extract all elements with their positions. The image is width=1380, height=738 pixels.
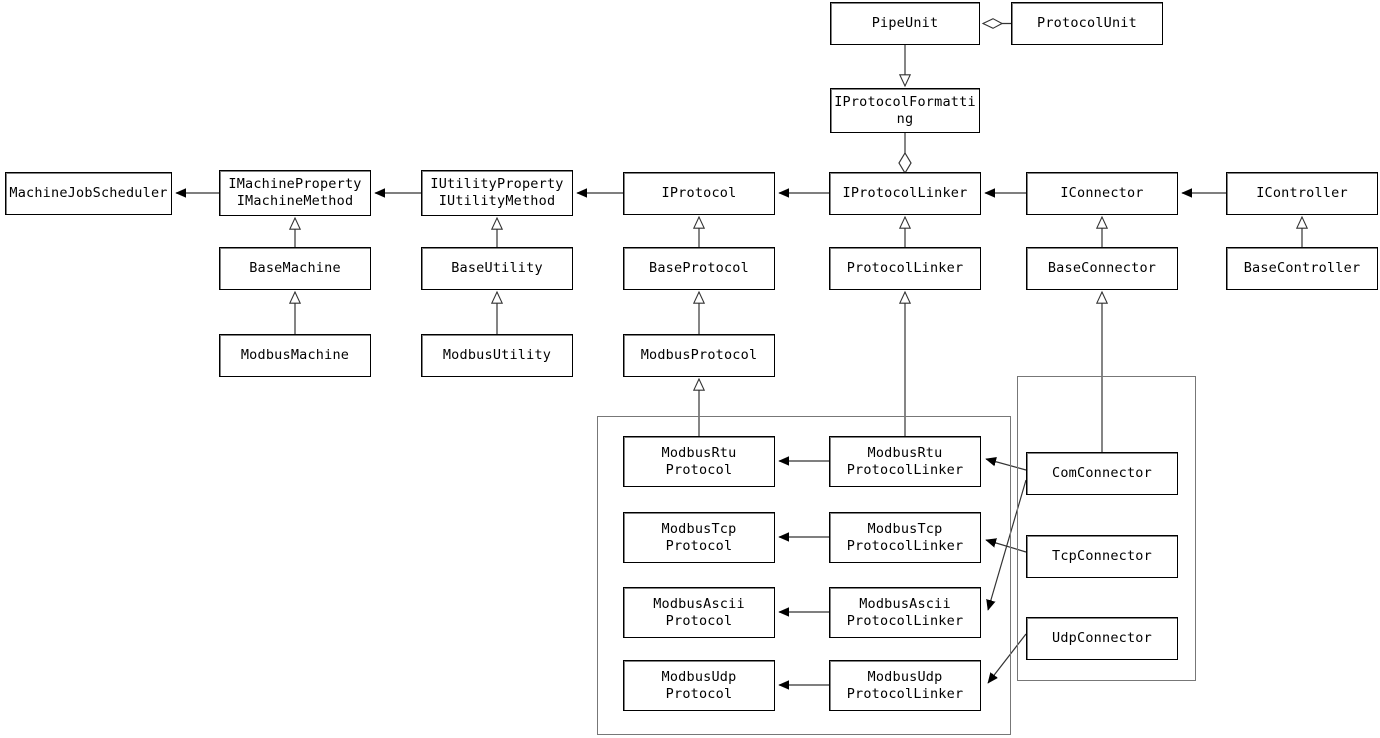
edge-udpconnector-udplinker — [987, 633, 1027, 683]
class-node-modbustcpprotocol[interactable]: ModbusTcp Protocol — [623, 512, 775, 563]
edge-tcpconnector-tcplinker — [986, 540, 1027, 553]
class-node-basemachine[interactable]: BaseMachine — [219, 247, 371, 290]
class-node-protocolunit[interactable]: ProtocolUnit — [1011, 2, 1163, 45]
class-node-machinejobscheduler[interactable]: MachineJobScheduler — [5, 172, 172, 215]
connector-group — [1017, 376, 1196, 681]
class-node-modbusmachine[interactable]: ModbusMachine — [219, 334, 371, 377]
class-node-baseconnector[interactable]: BaseConnector — [1026, 247, 1178, 290]
class-node-baseprotocol[interactable]: BaseProtocol — [623, 247, 775, 290]
class-node-modbusprotocol[interactable]: ModbusProtocol — [623, 334, 775, 377]
edge-comconnector-rtulinker — [986, 459, 1027, 471]
class-node-pipeunit[interactable]: PipeUnit — [830, 2, 980, 45]
class-node-protocollinker[interactable]: ProtocolLinker — [829, 247, 981, 290]
class-node-icontroller[interactable]: IController — [1226, 172, 1378, 215]
aggregation-diamond-iprotocollinker — [898, 151, 912, 175]
class-node-modbustcpprotocollinker[interactable]: ModbusTcp ProtocolLinker — [829, 512, 981, 563]
class-node-modbusrtuprotocol[interactable]: ModbusRtu Protocol — [623, 436, 775, 487]
class-node-iprotocol[interactable]: IProtocol — [623, 172, 775, 215]
class-node-iconnector[interactable]: IConnector — [1026, 172, 1178, 215]
class-node-modbusasciiprotocollinker[interactable]: ModbusAscii ProtocolLinker — [829, 587, 981, 638]
modbus-protocol-group — [597, 416, 1011, 735]
class-node-iprotocollinker[interactable]: IProtocolLinker — [829, 172, 981, 215]
class-node-comconnector[interactable]: ComConnector — [1026, 452, 1178, 495]
class-node-iutilityproperty[interactable]: IUtilityProperty IUtilityMethod — [421, 170, 573, 216]
class-node-basecontroller[interactable]: BaseController — [1226, 247, 1378, 290]
class-node-modbusasciiprotocol[interactable]: ModbusAscii Protocol — [623, 587, 775, 638]
class-node-modbusrtuprotocollinker[interactable]: ModbusRtu ProtocolLinker — [829, 436, 981, 487]
class-node-baseutility[interactable]: BaseUtility — [421, 247, 573, 290]
edge-comconnector-asciilinker — [988, 479, 1027, 610]
class-node-iprotocolformatting[interactable]: IProtocolFormatti ng — [830, 88, 980, 133]
class-node-imachineproperty[interactable]: IMachineProperty IMachineMethod — [219, 170, 371, 216]
class-node-modbusudpprotocollinker[interactable]: ModbusUdp ProtocolLinker — [829, 660, 981, 711]
class-node-tcpconnector[interactable]: TcpConnector — [1026, 535, 1178, 578]
class-node-udpconnector[interactable]: UdpConnector — [1026, 617, 1178, 660]
class-node-modbusudpprotocol[interactable]: ModbusUdp Protocol — [623, 660, 775, 711]
class-node-modbusutility[interactable]: ModbusUtility — [421, 334, 573, 377]
